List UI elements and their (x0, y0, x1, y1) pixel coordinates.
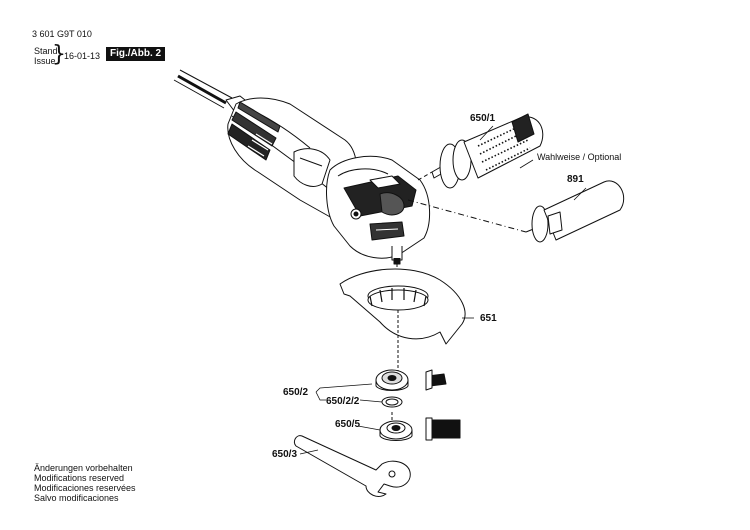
pin-spanner-650-3 (293, 435, 411, 497)
label-651: 651 (480, 313, 497, 324)
footer-line-3: Modificaciones reservées (34, 483, 136, 493)
issue-label: Issue (34, 56, 56, 66)
figure-badge: Fig./Abb. 2 (106, 47, 166, 61)
o-ring-650-2-2 (381, 396, 403, 420)
label-650-2: 650/2 (283, 387, 309, 398)
label-650-3: 650/3 (272, 449, 298, 460)
gear-head (326, 155, 431, 265)
clamping-nut-650-5 (379, 417, 461, 441)
issue-date: 16-01-13 (64, 51, 101, 61)
mounting-flange-650-2 (375, 369, 447, 391)
leader-lines (299, 125, 587, 455)
label-650-2-2: 650/2/2 (326, 396, 360, 407)
stand-label: Stand (34, 46, 58, 56)
wheel-guard-651 (339, 264, 466, 372)
grinder-body (227, 97, 358, 219)
footer-line-4: Salvo modificaciones (34, 493, 119, 503)
optional-handle-891 (407, 180, 625, 243)
footer-line-1: Änderungen vorbehalten (34, 463, 133, 473)
label-650-1: 650/1 (470, 113, 496, 124)
side-handle-650-1 (417, 113, 544, 189)
label-891: 891 (567, 174, 584, 185)
document-number: 3 601 G9T 010 (32, 29, 92, 39)
brace-glyph: } (52, 42, 66, 67)
label-650-5: 650/5 (335, 419, 361, 430)
label-optional: Wahlweise / Optional (537, 152, 622, 162)
footer-line-2: Modifications reserved (34, 473, 125, 483)
